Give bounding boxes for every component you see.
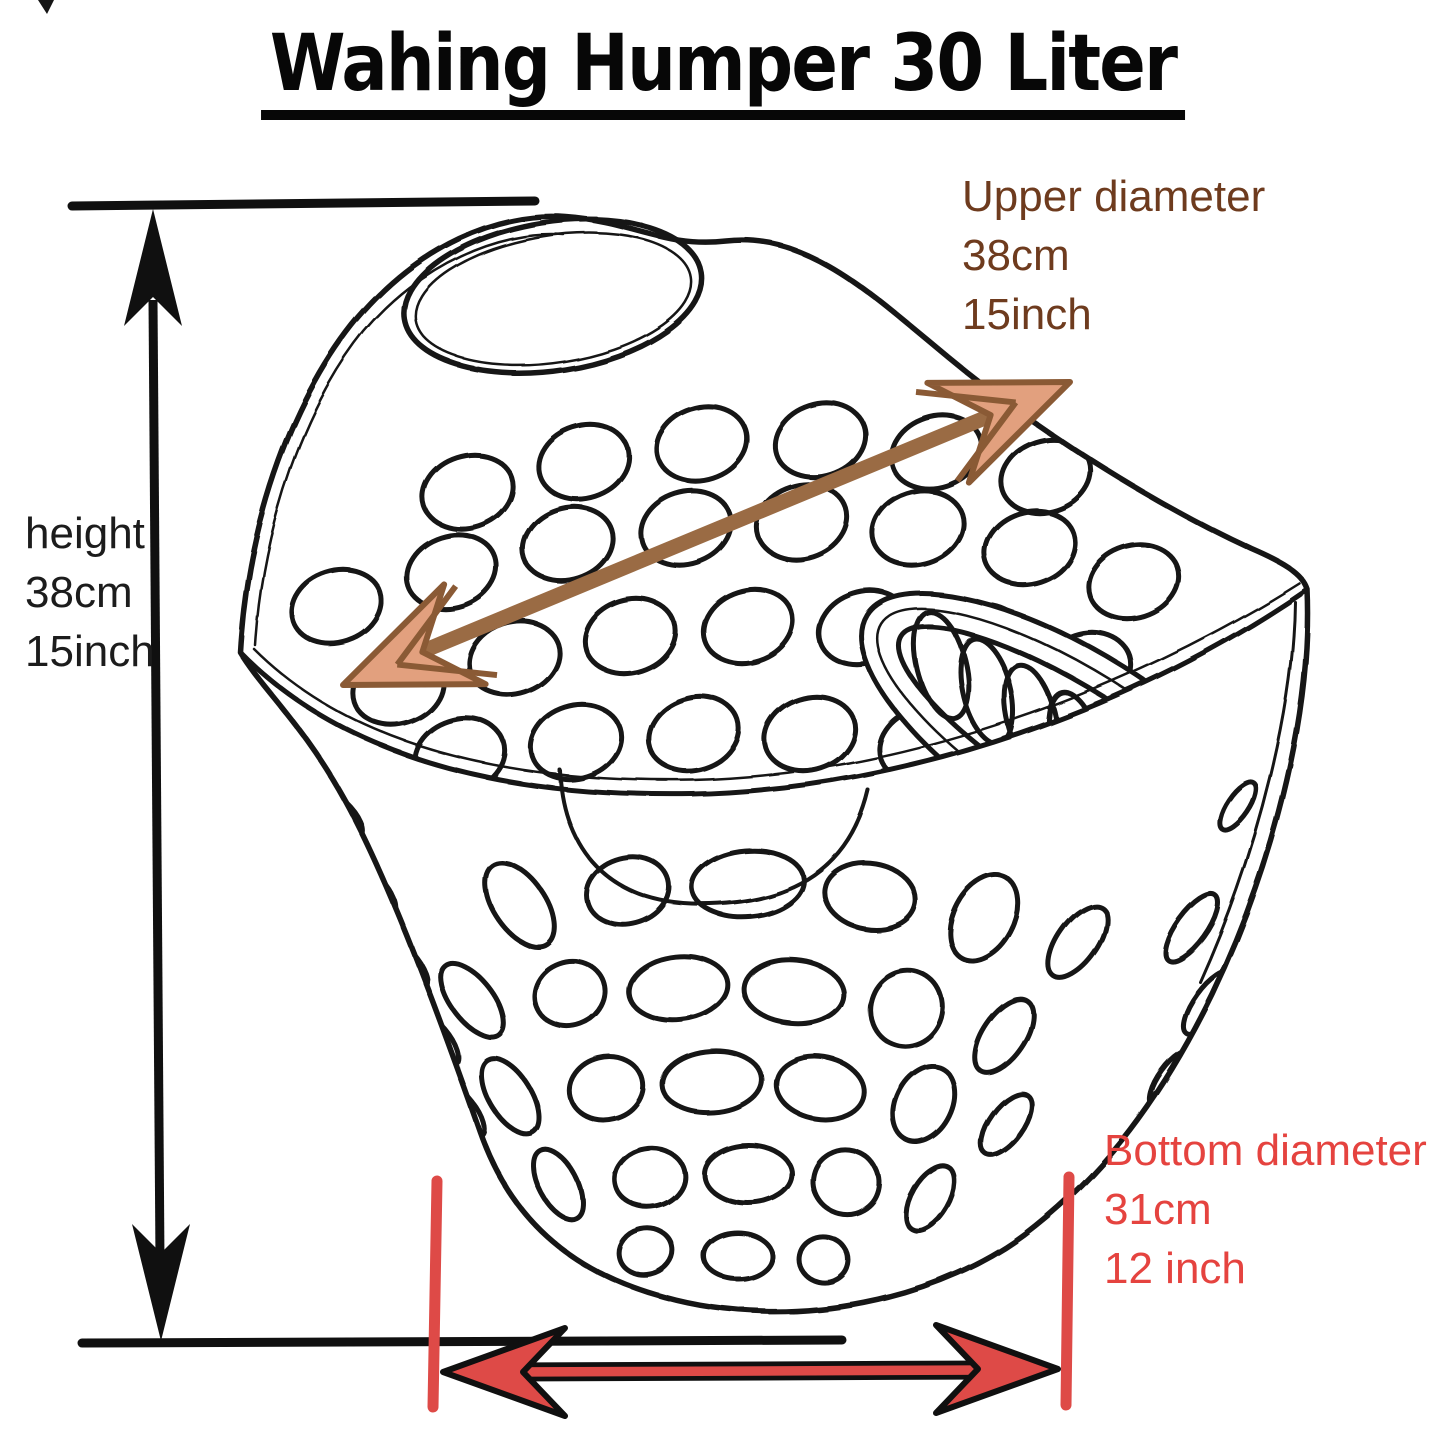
front-seam bbox=[558, 768, 870, 907]
bottom-diameter-label-cm: 31cm bbox=[1104, 1184, 1212, 1234]
height-arrowhead-top bbox=[124, 209, 182, 326]
page-title: Wahing Humper 30 Liter bbox=[260, 23, 1185, 120]
height-label-inch: 15inch bbox=[25, 626, 155, 676]
hump-echo-line bbox=[253, 233, 566, 647]
height-label-cm: 38cm bbox=[25, 567, 133, 617]
front-wall-fill bbox=[240, 589, 1308, 1312]
upper-diameter-label: Upper diameter 38cm 15inch bbox=[962, 168, 1265, 345]
bottom-diameter-arrow bbox=[440, 1322, 1061, 1419]
title-wrap: Wahing Humper 30 Liter bbox=[198, 23, 1248, 120]
bottom-arrowhead-right bbox=[933, 1322, 1061, 1416]
bottom-arrowhead-left bbox=[440, 1325, 568, 1419]
top-reference-line bbox=[67, 196, 540, 211]
height-arrow bbox=[124, 209, 190, 1341]
body-holes bbox=[437, 848, 1110, 1286]
upper-diameter-label-cm: 38cm bbox=[962, 230, 1070, 280]
height-label: height 38cm 15inch bbox=[25, 505, 155, 682]
front-rim-outer bbox=[240, 586, 1308, 797]
upper-arrowhead-left bbox=[340, 581, 498, 688]
height-arrowhead-bottom bbox=[132, 1224, 190, 1341]
handle-hole bbox=[401, 216, 705, 376]
upper-diameter-arrow bbox=[340, 379, 1073, 688]
stray-ink-mark bbox=[38, 0, 54, 14]
front-rim-inner bbox=[252, 581, 1301, 782]
bottom-diameter-label-inch: 12 inch bbox=[1104, 1243, 1246, 1293]
height-label-name: height bbox=[25, 509, 145, 558]
hamper-outline bbox=[237, 213, 1311, 1315]
upper-diameter-label-name: Upper diameter bbox=[962, 172, 1266, 221]
upper-arrowhead-right bbox=[915, 379, 1073, 486]
bottom-diameter-label-name: Bottom diameter bbox=[1104, 1126, 1427, 1175]
bottom-diameter-label: Bottom diameter 31cm 12 inch bbox=[1104, 1122, 1427, 1299]
bottom-tick-right bbox=[1060, 1171, 1075, 1411]
bottom-reference-line bbox=[77, 1335, 847, 1348]
bottom-tick-left bbox=[427, 1175, 443, 1413]
upper-diameter-label-inch: 15inch bbox=[962, 289, 1092, 339]
right-edge-echo bbox=[1198, 600, 1297, 984]
